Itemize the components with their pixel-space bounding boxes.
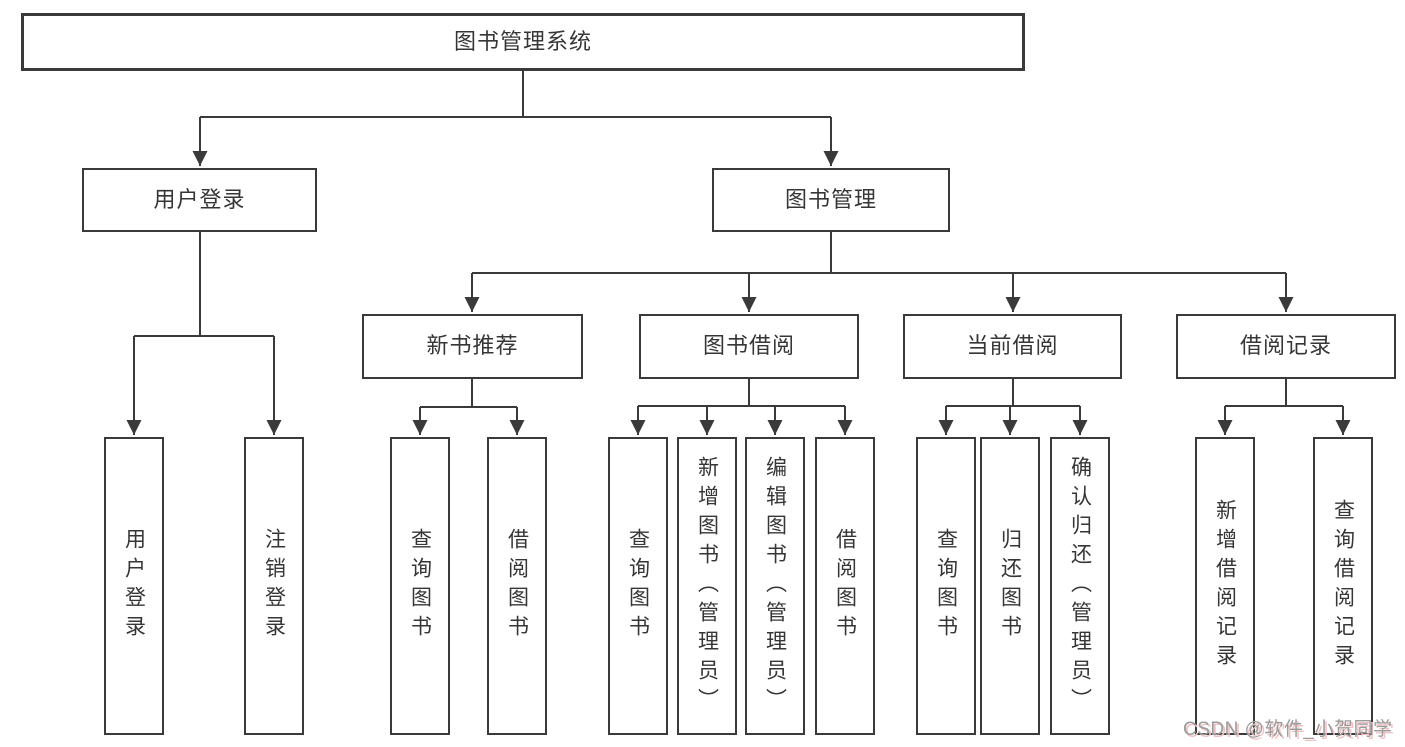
node-root-system: 图书管理系统 <box>21 13 1025 71</box>
node-new-book-recommend: 新书推荐 <box>362 314 583 379</box>
node-borrow-edit-book-admin: 编辑图书（管理员） <box>745 437 805 735</box>
connector-root-to-level2 <box>192 71 839 166</box>
node-records-add-record: 新增借阅记录 <box>1195 437 1255 735</box>
node-user-login-leaf: 用户登录 <box>104 437 164 735</box>
node-newbook-query-books: 查询图书 <box>390 437 450 735</box>
node-borrow-add-book-admin: 新增图书（管理员） <box>677 437 737 735</box>
node-logout-leaf: 注销登录 <box>244 437 304 735</box>
node-borrow-query-books: 查询图书 <box>608 437 668 735</box>
node-borrow-records: 借阅记录 <box>1176 314 1396 379</box>
connector-borrow-group <box>630 379 853 435</box>
connector-book-to-groups <box>464 232 1294 312</box>
connector-current-group <box>938 379 1088 435</box>
csdn-watermark: CSDN @软件_小贺同学 <box>1183 719 1393 740</box>
connector-records-group <box>1217 379 1351 435</box>
node-newbook-borrow-books: 借阅图书 <box>487 437 547 735</box>
node-user-login-branch: 用户登录 <box>82 168 317 232</box>
node-current-borrow: 当前借阅 <box>903 314 1122 379</box>
node-current-confirm-return-admin: 确认归还（管理员） <box>1050 437 1110 735</box>
node-book-borrow: 图书借阅 <box>639 314 859 379</box>
node-current-return-books: 归还图书 <box>980 437 1040 735</box>
node-book-management-branch: 图书管理 <box>712 168 950 232</box>
node-borrow-borrow-books: 借阅图书 <box>815 437 875 735</box>
node-current-query-books: 查询图书 <box>916 437 976 735</box>
connector-user-branch <box>126 232 282 435</box>
node-records-query-record: 查询借阅记录 <box>1313 437 1373 735</box>
connector-newbook-group <box>412 379 525 435</box>
